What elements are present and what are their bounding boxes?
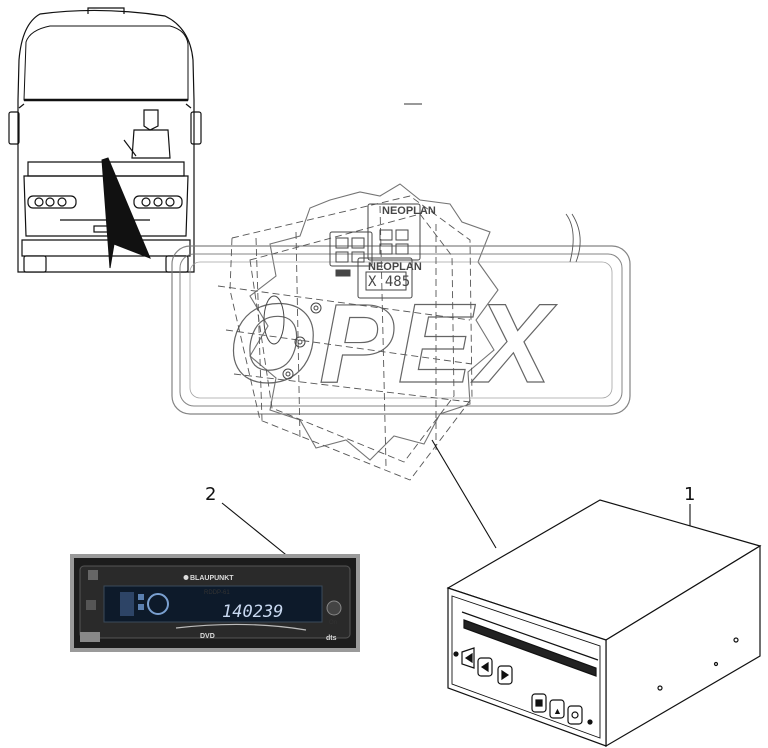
source-button[interactable] — [86, 600, 96, 610]
leader-line-2 — [221, 502, 291, 559]
unit-model: RDDP-61 — [204, 590, 230, 596]
decal-brand-top: NEOPLAN — [382, 205, 436, 217]
eject-icon — [571, 711, 579, 719]
play-pause-icon: ▲ — [553, 706, 562, 716]
decal-brand-bottom: NEOPLAN — [368, 261, 422, 273]
watermark: OPEX — [171, 183, 631, 481]
play-pause-button[interactable] — [549, 699, 565, 719]
dvd-logo: DVD — [200, 633, 215, 640]
bus-front-view — [8, 7, 202, 273]
dts-badge: dts — [326, 635, 337, 642]
unit-brand: BLAUPUNKT — [190, 575, 234, 582]
dvd-radio-unit: BLAUPUNKT RDDP-61 140239 On DVD dts — [70, 554, 360, 652]
watermark-text: OPEX — [228, 281, 558, 406]
callout-2: 2 — [205, 484, 216, 505]
forward-icon — [501, 669, 510, 681]
decal-number: X 485 — [368, 274, 410, 290]
display-time: 140239 — [222, 602, 283, 622]
dvd-player-box: ▲ — [446, 499, 762, 748]
leader-line-main — [431, 439, 497, 549]
power-knob[interactable] — [326, 600, 342, 616]
eject-button[interactable] — [88, 570, 98, 580]
callout-1: 1 — [684, 484, 695, 505]
control-decal — [263, 203, 421, 380]
left-arrow-icon — [464, 652, 473, 664]
location-arrow — [101, 157, 151, 269]
stop-icon — [535, 699, 543, 707]
power-label: On — [329, 620, 337, 626]
brand-logo-icon — [183, 575, 189, 580]
rewind-icon — [480, 661, 489, 673]
eject-disc-button[interactable] — [567, 705, 583, 725]
